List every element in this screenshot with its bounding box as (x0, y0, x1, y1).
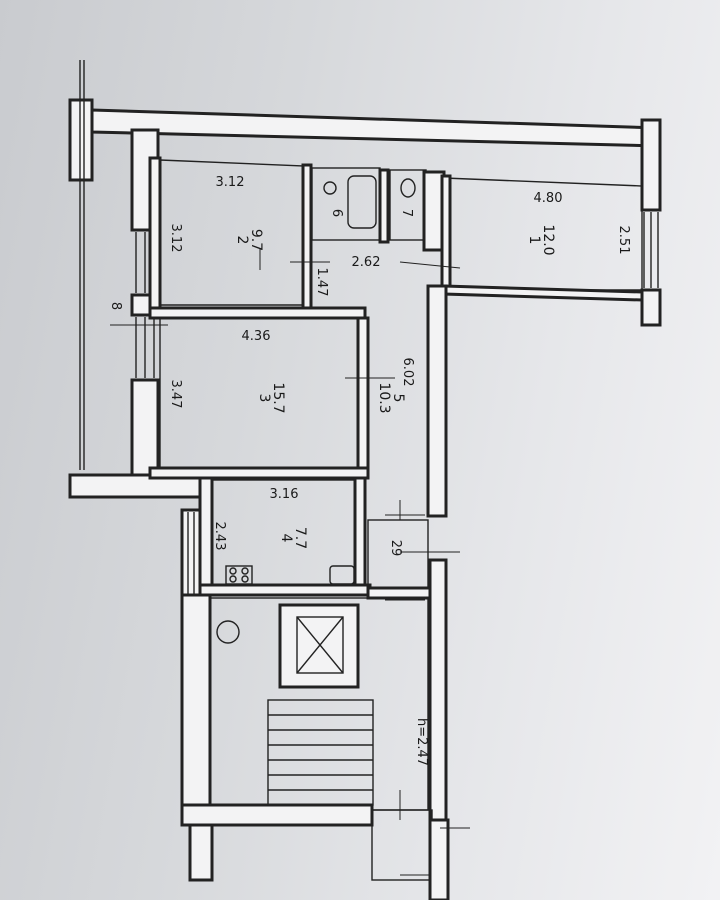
kitchen-depth-label: 2.43 (212, 522, 227, 551)
bathtub-icon (347, 175, 377, 229)
room-1-exterior-wall-upper (640, 118, 662, 212)
stairwell-bottom-wall (180, 803, 374, 827)
hall-right-wall (426, 284, 448, 518)
sink-icon (323, 181, 337, 195)
top-exterior-wall (90, 108, 662, 148)
room-3-number-label: 3 (256, 394, 272, 403)
bath-toilet-partition (378, 168, 390, 244)
stair-right-wall (428, 558, 448, 822)
kitchen-sink-icon (329, 565, 355, 585)
room-3-bottom-wall (148, 466, 370, 480)
room-3-depth-label: 3.47 (168, 380, 183, 409)
kitchen-number-label: 4 (278, 534, 294, 543)
bedroom-2-area-label: 9.7 (248, 229, 264, 251)
bedroom-2-left-edge (148, 156, 162, 310)
waste-chute-icon (216, 620, 240, 644)
bedroom-2-depth-label: 3.12 (168, 224, 183, 253)
kitchen-area-label: 7.7 (292, 527, 308, 549)
room-1-width-label: 4.80 (534, 191, 563, 206)
kitchen-window (180, 508, 202, 602)
room-3-area-label: 15.7 (270, 382, 286, 413)
bedroom-2-width-label: 3.12 (216, 175, 245, 190)
lower-right-wall (428, 818, 450, 900)
lower-vestibule (371, 809, 433, 881)
room-1-depth-label: 2.51 (616, 226, 631, 255)
balcony (68, 60, 212, 499)
toilet-icon (400, 178, 416, 198)
room-1-bottom-wall (442, 284, 644, 302)
room-1-exterior-wall-lower (640, 288, 662, 327)
left-wall-lower (130, 378, 160, 477)
hall-area-label: 10.3 (376, 382, 392, 413)
stove-icon (225, 565, 253, 585)
toilet-outline (389, 169, 427, 241)
hall-number-label: 5 (390, 394, 406, 403)
hall-width-label: 2.62 (352, 255, 381, 270)
stairwell-left-wall (180, 593, 212, 812)
elevator-cabin (296, 616, 344, 674)
hall-nook-label: 1.47 (314, 268, 329, 297)
kitchen-bottom-wall (198, 583, 372, 597)
lower-left-wall (188, 823, 214, 882)
balcony-pillar-top (68, 98, 94, 182)
kitchen-left-wall (198, 476, 214, 590)
entry-number-label: 29 (388, 540, 403, 557)
stair-flight (267, 699, 374, 806)
balcony-number-label: 8 (108, 302, 123, 310)
bedroom-2-right-wall (301, 163, 313, 312)
room-3-top-wall (148, 306, 367, 320)
bathroom-outline (311, 167, 381, 241)
room-1-number-label: 1 (526, 236, 542, 245)
bedroom-2-number-label: 2 (234, 236, 250, 245)
room-1-area-label: 12.0 (540, 224, 556, 255)
toilet-number-label: 7 (399, 209, 414, 217)
elevator-cross-b (296, 616, 344, 674)
room-1-window (643, 212, 659, 288)
kitchen-right-wall (353, 476, 367, 590)
dimension-marks (110, 248, 470, 876)
room-3-width-label: 4.36 (242, 329, 271, 344)
ceiling-height-label: h=2.47 (414, 718, 429, 766)
room-3-right-wall (356, 316, 370, 470)
entry-bottom-wall (366, 586, 432, 600)
room-3-window (135, 317, 155, 378)
kitchen-width-label: 3.16 (270, 487, 299, 502)
bathroom-number-label: 6 (329, 209, 344, 217)
room-1-left-wall (440, 174, 452, 292)
hall-depth-label: 6.02 (400, 358, 415, 387)
